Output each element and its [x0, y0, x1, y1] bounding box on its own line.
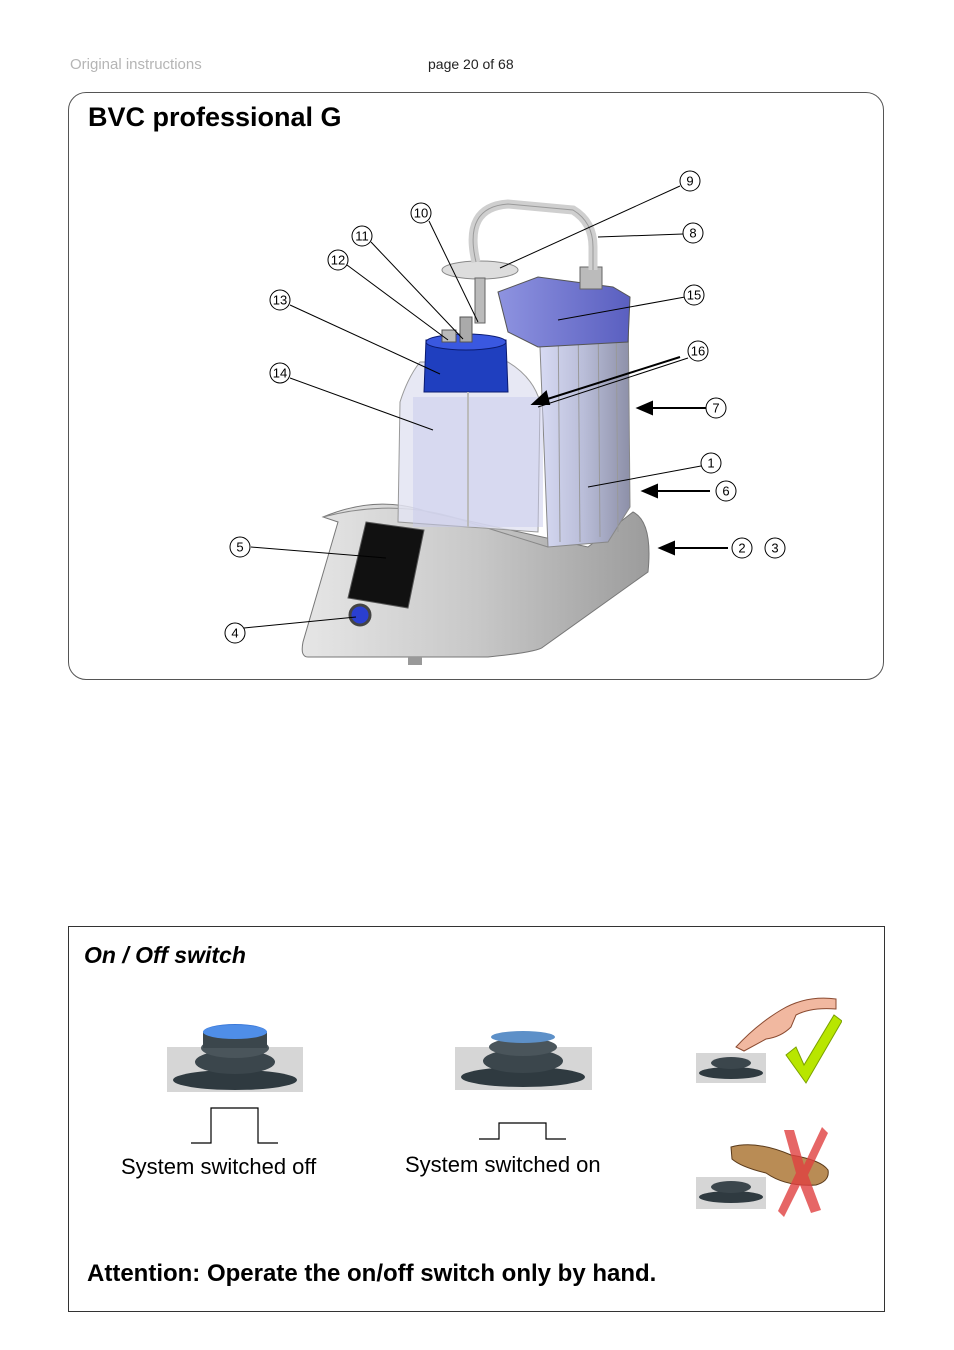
switch-on-label: System switched on [405, 1152, 601, 1177]
power-button [348, 603, 372, 627]
display-screen [347, 521, 425, 609]
callout-number-13: 13 [273, 293, 287, 308]
figure-frame [68, 92, 884, 680]
filter-disc [441, 260, 519, 280]
page-header-left: Original instructions [70, 56, 202, 73]
callout-number-10: 10 [414, 206, 428, 221]
callout-number-7: 7 [712, 401, 719, 416]
check-mark-icon [785, 1014, 842, 1084]
callout-number-3: 3 [771, 541, 778, 556]
page-number: page 20 of 68 [428, 56, 514, 72]
callout-circle-2 [731, 537, 753, 559]
switch-off-label: System switched off [121, 1154, 317, 1179]
switch-off-signal-diagram [191, 1107, 278, 1144]
switch-on-signal-diagram [479, 1122, 566, 1140]
callout-number-12: 12 [331, 253, 345, 268]
callout-circle-15 [683, 284, 705, 306]
callout-number-2: 2 [738, 541, 745, 556]
switch-on-photo [455, 1031, 592, 1090]
cross-mark-icon [778, 1127, 828, 1217]
switch-section-title: On / Off switch [84, 942, 246, 968]
device-diagram: 9 10 8 11 12 15 13 16 14 7 16 5 2 3 4 [224, 170, 786, 665]
callout-circle-5 [229, 536, 251, 558]
callout-circle-9 [679, 170, 701, 192]
switch-off-photo [167, 1024, 303, 1092]
callout-circle-1 [700, 452, 722, 474]
callout-number-14: 14 [273, 366, 287, 381]
callout-circle-6 [715, 480, 737, 502]
callout-circle-16 [687, 340, 709, 362]
press-by-hand-allowed-icon [696, 997, 842, 1084]
callout-circle-10 [410, 202, 432, 224]
callout-number-9: 9 [686, 174, 693, 189]
callout-number-6: 6 [722, 484, 729, 499]
figure-title: BVC professional G [88, 102, 342, 132]
switch-frame [68, 926, 885, 1312]
callout-circle-13 [269, 289, 291, 311]
callout-circle-7 [705, 397, 727, 419]
callout-number-11: 11 [355, 229, 369, 244]
callout-circle-8 [682, 222, 704, 244]
suction-tube [468, 199, 598, 270]
callout-number-1: 1 [707, 456, 714, 471]
callout-circle-3 [764, 537, 786, 559]
callout-circle-11 [351, 225, 373, 247]
pump-top [497, 276, 631, 348]
callout-number-16: 16 [691, 344, 705, 359]
callout-circle-14 [269, 362, 291, 384]
callout-number-15: 15 [687, 288, 701, 303]
callout-number-8: 8 [689, 226, 696, 241]
callout-circle-12 [327, 249, 349, 271]
callout-circle-4 [224, 622, 246, 644]
callout-number-5: 5 [236, 540, 243, 555]
callout-arrows [530, 356, 728, 556]
hand-icon [735, 997, 837, 1052]
press-by-foot-forbidden-icon [696, 1127, 829, 1217]
callout-leader-lines [243, 185, 702, 629]
attention-note: Attention: Operate the on/off switch onl… [87, 1260, 657, 1287]
callout-number-4: 4 [231, 626, 238, 641]
